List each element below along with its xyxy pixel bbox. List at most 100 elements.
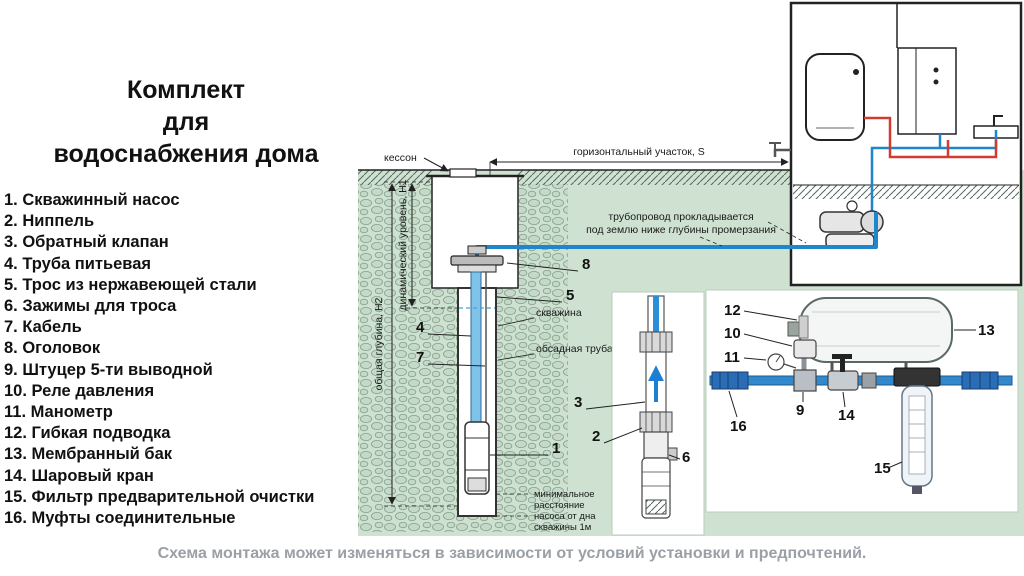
pipeline-note-line2: под землю ниже глубины промерзания [586, 224, 776, 236]
drinking-pipe [470, 271, 482, 423]
legend-item: 7. Кабель [4, 318, 82, 337]
callout-16: 16 [728, 390, 747, 435]
detail-pump [641, 431, 678, 519]
legend-item: 16. Муфты соединительные [4, 509, 236, 528]
detail-pipe-water [653, 296, 659, 332]
pressure-relay [793, 339, 817, 359]
legend-item: 3. Обратный клапан [4, 233, 169, 252]
min-distance-line3: насоса от дна [534, 511, 596, 522]
dim-total-depth: общая глубина, Н2 [373, 181, 460, 507]
title-line-3: водоснабжения дома [53, 140, 319, 168]
title-line-1: Комплект [126, 76, 245, 104]
svg-text:1: 1 [552, 440, 560, 457]
coupling-left [711, 371, 749, 390]
union-fitting [861, 372, 877, 389]
caisson-manhole [449, 168, 477, 178]
detail-panel-pump [611, 291, 705, 536]
detail-panel-surface [705, 289, 1019, 513]
label-total-depth: общая глубина, Н2 [373, 297, 385, 390]
label-kesson: кессон [384, 152, 417, 164]
svg-text:7: 7 [416, 349, 424, 366]
kesson-label: кессон [384, 152, 449, 172]
legend-item: 10. Реле давления [4, 381, 155, 400]
footer-caption: Схема монтажа может изменяться в зависим… [157, 545, 867, 562]
page-title: Комплект для водоснабжения дома [36, 74, 336, 170]
svg-text:3: 3 [574, 394, 582, 411]
legend-item: 1. Скважинный насос [4, 191, 180, 209]
ground-hatch-under-house [793, 185, 1019, 199]
callout-12: 12 [724, 302, 798, 321]
coupling-right [961, 371, 999, 390]
filter-drain [912, 486, 922, 494]
callout-4: 4 [416, 319, 472, 337]
callout-8: 8 [506, 256, 590, 273]
horizontal-section: горизонтальный участок, S [489, 146, 789, 175]
legend-item: 15. Фильтр предварительной очистки [4, 487, 315, 506]
detail-check-valve [645, 351, 667, 413]
svg-text:8: 8 [582, 256, 590, 273]
title-line-2: для [162, 108, 210, 136]
outdoor-tap [769, 142, 791, 157]
ball-valve [827, 354, 859, 391]
flexible-hose [798, 315, 809, 339]
callout-14: 14 [838, 391, 855, 424]
svg-text:12: 12 [724, 302, 741, 319]
five-way-fitting [793, 369, 817, 392]
min-distance-line1: минимальное [534, 489, 595, 500]
legend-item: 2. Ниппель [4, 212, 95, 231]
svg-text:4: 4 [416, 319, 425, 336]
house-pipe-hot [864, 116, 998, 159]
house [769, 1, 1023, 287]
legend: 1. Скважинный насос 2. Ниппель 3. Обратн… [4, 190, 358, 529]
legend-item: 12. Гибкая подводка [4, 424, 171, 443]
manometer [767, 353, 797, 371]
legend-item: 13. Мембранный бак [4, 445, 173, 464]
well [457, 271, 530, 517]
svg-text:10: 10 [724, 325, 741, 342]
svg-text:2: 2 [592, 428, 600, 445]
detail-coupling-top [639, 331, 673, 353]
cable-clamp [667, 447, 678, 461]
legend-item: 11. Манометр [4, 403, 113, 422]
min-distance-note: минимальное расстояние насоса от дна скв… [534, 489, 596, 533]
ground-hatch-middle [518, 170, 791, 185]
pipeline-note: трубопровод прокладывается под землю ниж… [586, 211, 807, 247]
svg-text:16: 16 [730, 418, 747, 435]
pipeline-note-line1: трубопровод прокладывается [608, 211, 753, 223]
svg-text:5: 5 [566, 287, 574, 304]
svg-text:15: 15 [874, 460, 891, 477]
well-pump [464, 421, 490, 495]
legend-item: 8. Оголовок [4, 339, 101, 358]
legend-item: 6. Зажимы для троса [4, 297, 177, 316]
ground-hatch-left [358, 170, 432, 185]
callout-6: 6 [668, 449, 690, 466]
svg-text:9: 9 [796, 402, 804, 419]
min-distance-line2: расстояние [534, 500, 585, 511]
label-casing-pipe: обсадная труба [536, 343, 613, 355]
callout-5: 5 [496, 287, 574, 304]
callout-1: 1 [490, 440, 560, 457]
callout-3: 3 [574, 394, 646, 411]
label-horizontal-section: горизонтальный участок, S [573, 146, 705, 158]
svg-text:11: 11 [724, 349, 740, 366]
callout-11: 11 [724, 349, 767, 366]
callout-7: 7 [416, 349, 486, 367]
boiler [805, 53, 865, 141]
svg-text:14: 14 [838, 407, 855, 424]
legend-item: 5. Трос из нержавеющей стали [4, 275, 257, 294]
dim-dynamic-level: динамический уровень, Н1 [397, 179, 458, 311]
casing-pipe-label: обсадная труба [497, 343, 613, 361]
label-dynamic-level: динамический уровень, Н1 [397, 179, 409, 310]
wellhead [450, 245, 504, 273]
callout-9: 9 [796, 392, 804, 419]
min-distance-line4: скважины 1м [534, 522, 591, 533]
legend-item: 9. Штуцер 5-ти выводной [4, 360, 213, 379]
svg-text:13: 13 [978, 322, 995, 339]
label-well: скважина [536, 307, 582, 319]
main-pipe [709, 375, 1013, 386]
detail-coupling-bottom [639, 411, 673, 433]
callout-10: 10 [724, 325, 793, 347]
callout-2: 2 [592, 427, 643, 445]
